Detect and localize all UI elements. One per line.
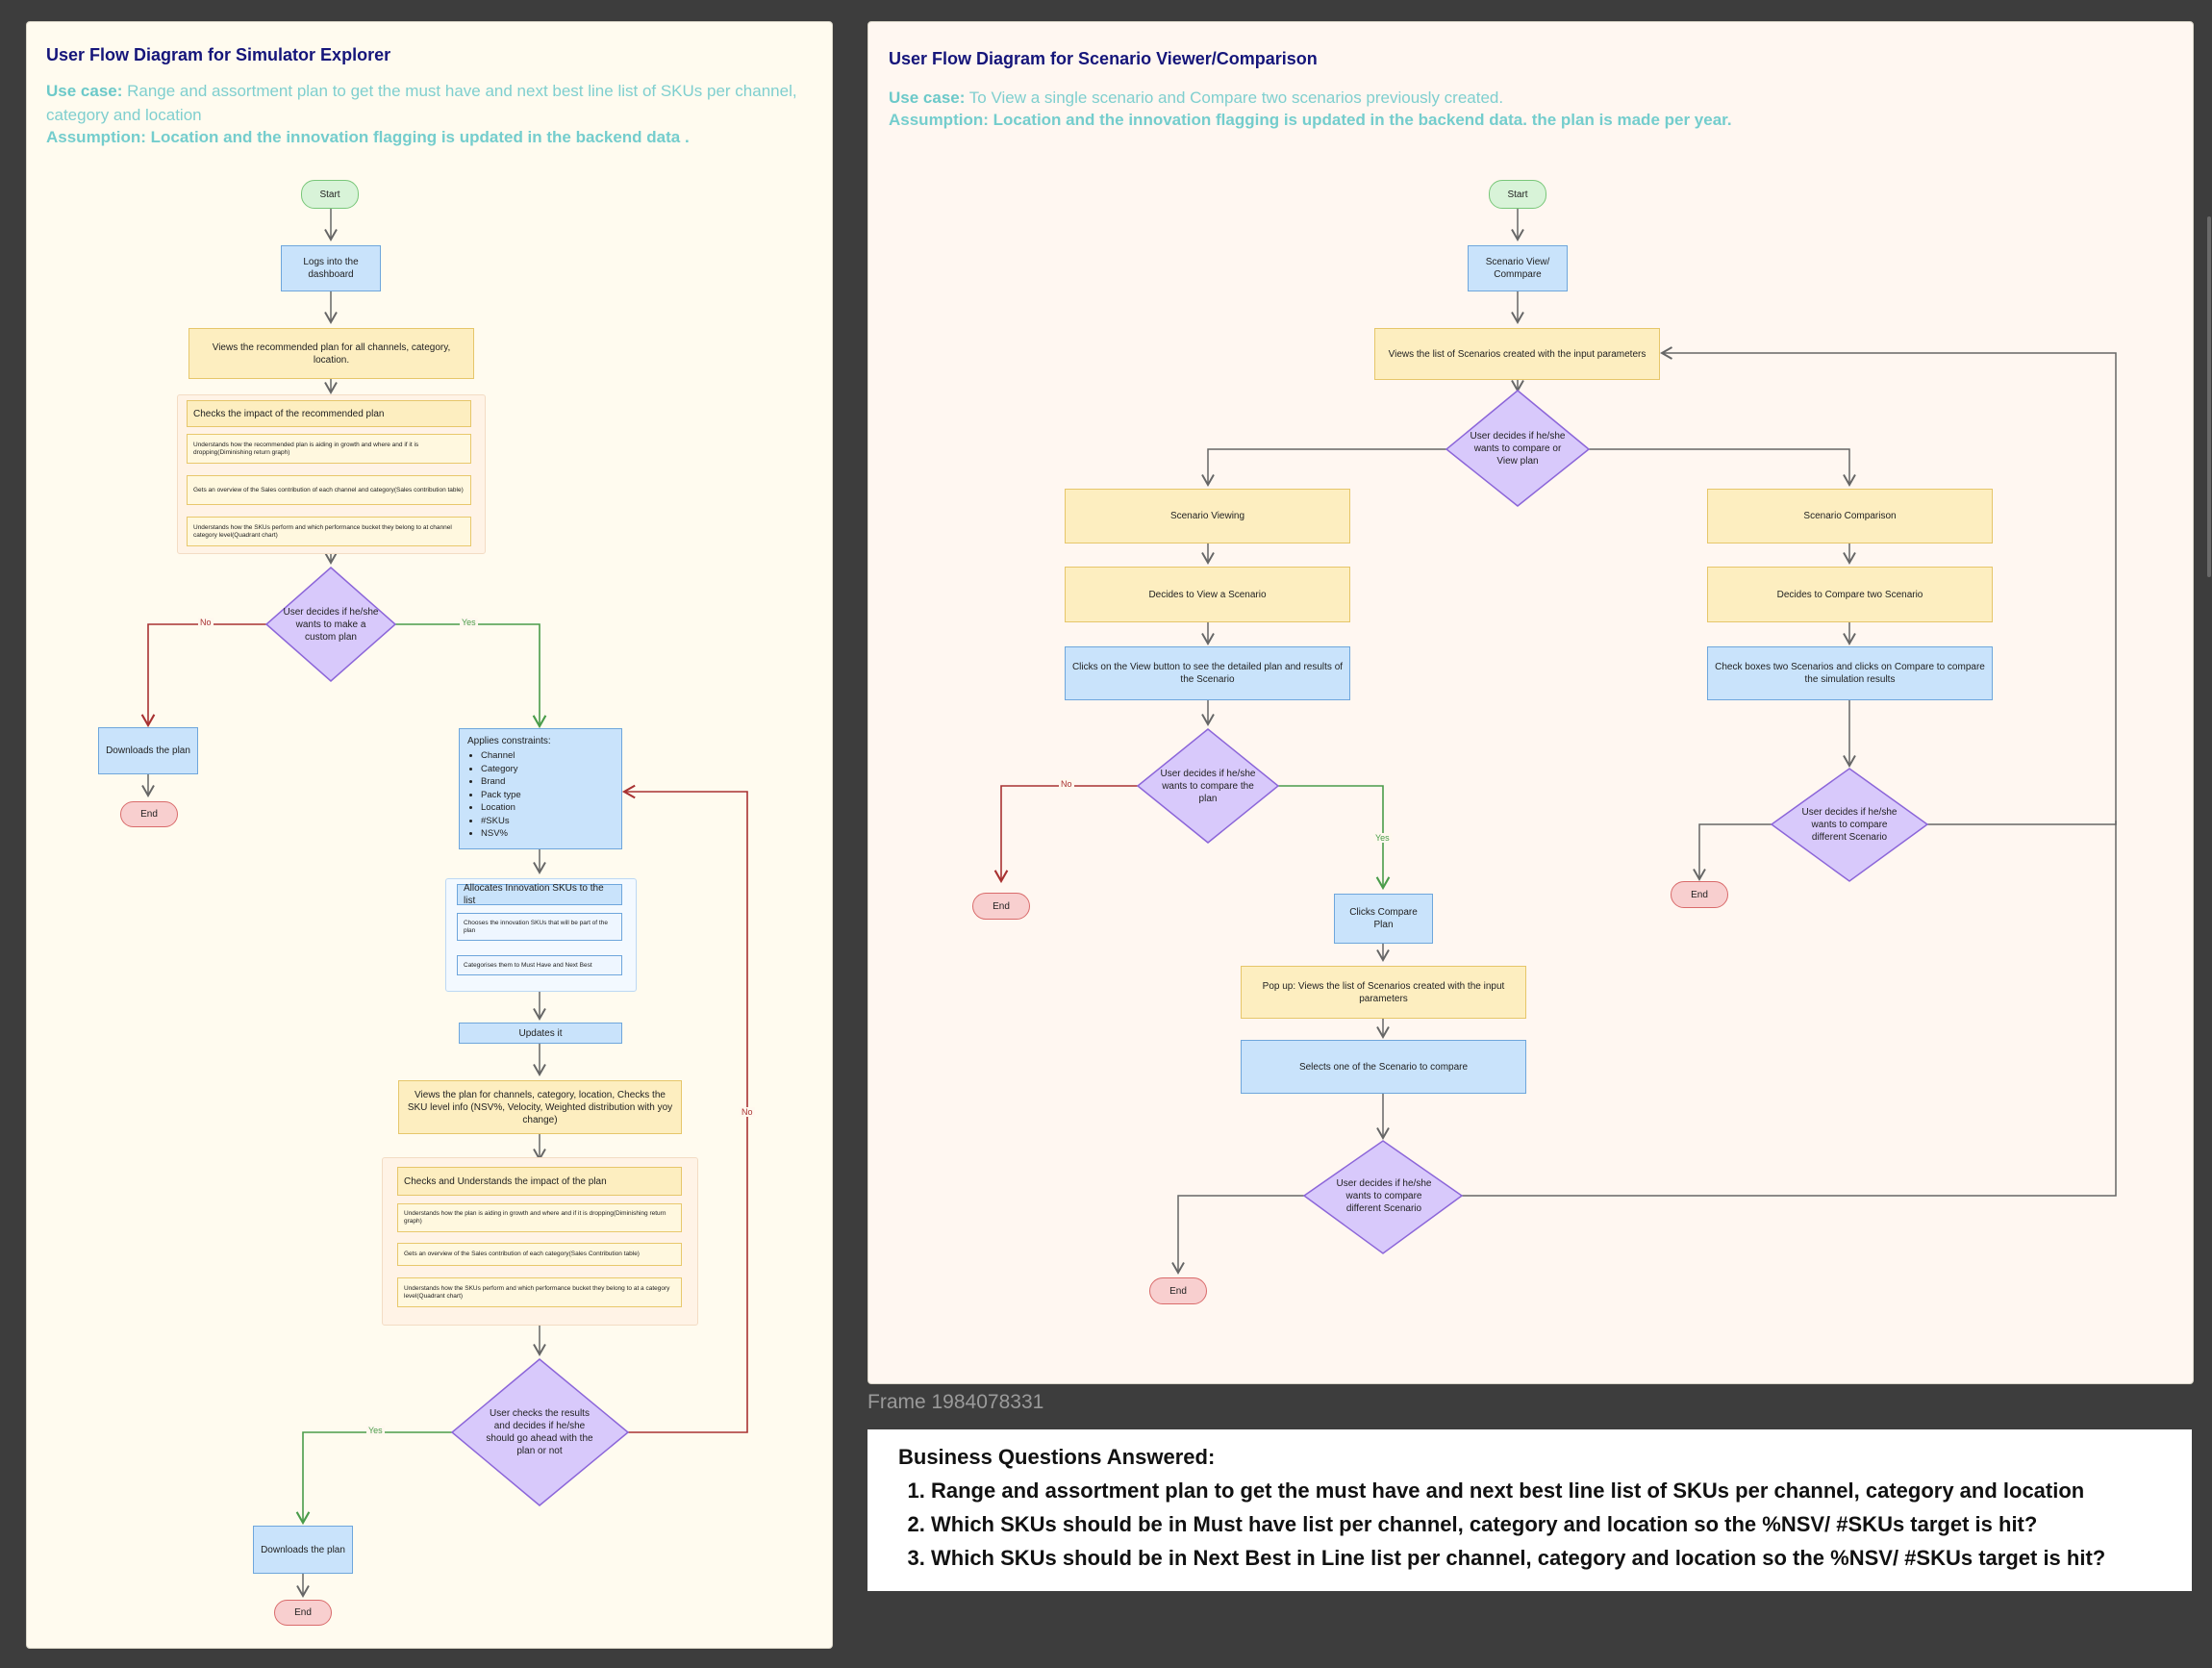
compare-plan-decision: User decides if he/she wants to compare … bbox=[1160, 768, 1256, 804]
use-case: Use case: To View a single scenario and … bbox=[889, 88, 1504, 107]
scenario-view-compare-node: Scenario View/ Commpare bbox=[1468, 245, 1568, 291]
downloads-plan-node-2: Downloads the plan bbox=[253, 1526, 353, 1574]
no-label: No bbox=[198, 618, 214, 627]
business-questions-title: Business Questions Answered: bbox=[898, 1445, 1216, 1469]
plan-growth-graph-subnode: Understands how the plan is aiding in gr… bbox=[397, 1203, 682, 1232]
assumption: Assumption: Location and the innovation … bbox=[46, 128, 690, 146]
views-recommended-plan-node: Views the recommended plan for all chann… bbox=[189, 328, 474, 379]
allocates-innovation-node: Allocates Innovation SKUs to the list bbox=[457, 883, 622, 906]
compare-or-view-decision: User decides if he/she wants to compare … bbox=[1470, 430, 1566, 467]
panel-title: User Flow Diagram for Simulator Explorer bbox=[46, 45, 391, 64]
decides-view-node: Decides to View a Scenario bbox=[1065, 567, 1350, 622]
clicks-compare-plan-node: Clicks Compare Plan bbox=[1334, 894, 1433, 944]
assumption: Assumption: Location and the innovation … bbox=[889, 111, 1732, 129]
clicks-view-node: Clicks on the View button to see the det… bbox=[1065, 646, 1350, 700]
business-question: Range and assortment plan to get the mus… bbox=[931, 1474, 2161, 1507]
category-quadrant-subnode: Understands how the SKUs perform and whi… bbox=[397, 1277, 682, 1307]
downloads-plan-node: Downloads the plan bbox=[98, 727, 198, 774]
end-node-2: End bbox=[1149, 1277, 1207, 1304]
yes-label: Yes bbox=[460, 618, 478, 627]
popup-scenarios-node: Pop up: Views the list of Scenarios crea… bbox=[1241, 966, 1526, 1019]
applies-constraints-node: Applies constraints: Channel Category Br… bbox=[459, 728, 622, 849]
yes-label: Yes bbox=[1373, 833, 1392, 843]
custom-plan-decision: User decides if he/she wants to make a c… bbox=[283, 606, 379, 643]
end-node-3: End bbox=[1671, 881, 1728, 908]
check-boxes-compare-node: Check boxes two Scenarios and clicks on … bbox=[1707, 646, 1993, 700]
constraints-list: Channel Category Brand Pack type Locatio… bbox=[467, 749, 521, 841]
category-contribution-subnode: Gets an overview of the Sales contributi… bbox=[397, 1243, 682, 1266]
scrollbar[interactable] bbox=[2207, 216, 2211, 577]
scenario-viewer-panel: User Flow Diagram for Scenario Viewer/Co… bbox=[867, 21, 2194, 1384]
quadrant-chart-subnode: Understands how the SKUs perform and whi… bbox=[187, 517, 471, 546]
decides-compare-node: Decides to Compare two Scenario bbox=[1707, 567, 1993, 622]
checks-impact-node: Checks the impact of the recommended pla… bbox=[187, 400, 471, 427]
views-scenarios-list-node: Views the list of Scenarios created with… bbox=[1374, 328, 1660, 380]
yes-label: Yes bbox=[366, 1426, 385, 1435]
business-questions-list: Range and assortment plan to get the mus… bbox=[898, 1474, 2161, 1575]
start-node: Start bbox=[301, 180, 359, 209]
start-node: Start bbox=[1489, 180, 1546, 209]
end-node: End bbox=[120, 801, 178, 827]
selects-scenario-node: Selects one of the Scenario to compare bbox=[1241, 1040, 1526, 1094]
connectors bbox=[993, 209, 2117, 1275]
compare-different-scenario-decision: User decides if he/she wants to compare … bbox=[1336, 1177, 1432, 1214]
use-case: Use case: Range and assortment plan to g… bbox=[46, 82, 797, 124]
business-question: Which SKUs should be in Next Best in Lin… bbox=[931, 1541, 2161, 1575]
no-label: No bbox=[740, 1107, 755, 1117]
chooses-innovation-subnode: Chooses the innovation SKUs that will be… bbox=[457, 913, 622, 941]
scenario-comparison-node: Scenario Comparison bbox=[1707, 489, 1993, 543]
business-questions: Business Questions Answered: Range and a… bbox=[867, 1429, 2192, 1591]
go-ahead-decision: User checks the results and decides if h… bbox=[486, 1408, 593, 1456]
checks-understands-node: Checks and Understands the impact of the… bbox=[397, 1167, 682, 1196]
end-node: End bbox=[972, 893, 1030, 920]
scenario-viewing-node: Scenario Viewing bbox=[1065, 489, 1350, 543]
updates-node: Updates it bbox=[459, 1023, 622, 1044]
frame-label: Frame 1984078331 bbox=[867, 1391, 1044, 1413]
connectors bbox=[140, 209, 748, 1598]
compare-different-decision: User decides if he/she wants to compare … bbox=[1801, 806, 1898, 843]
views-plan-node: Views the plan for channels, category, l… bbox=[398, 1080, 682, 1134]
logs-into-dashboard-node: Logs into the dashboard bbox=[281, 245, 381, 291]
growth-graph-subnode: Understands how the recommended plan is … bbox=[187, 434, 471, 464]
no-label: No bbox=[1059, 779, 1074, 789]
categorises-subnode: Categorises them to Must Have and Next B… bbox=[457, 955, 622, 975]
end-node-2: End bbox=[274, 1600, 332, 1626]
simulator-explorer-panel: User Flow Diagram for Simulator Explorer… bbox=[26, 21, 833, 1649]
sales-contribution-subnode: Gets an overview of the Sales contributi… bbox=[187, 475, 471, 505]
business-question: Which SKUs should be in Must have list p… bbox=[931, 1507, 2161, 1541]
panel-title: User Flow Diagram for Scenario Viewer/Co… bbox=[889, 49, 1318, 68]
